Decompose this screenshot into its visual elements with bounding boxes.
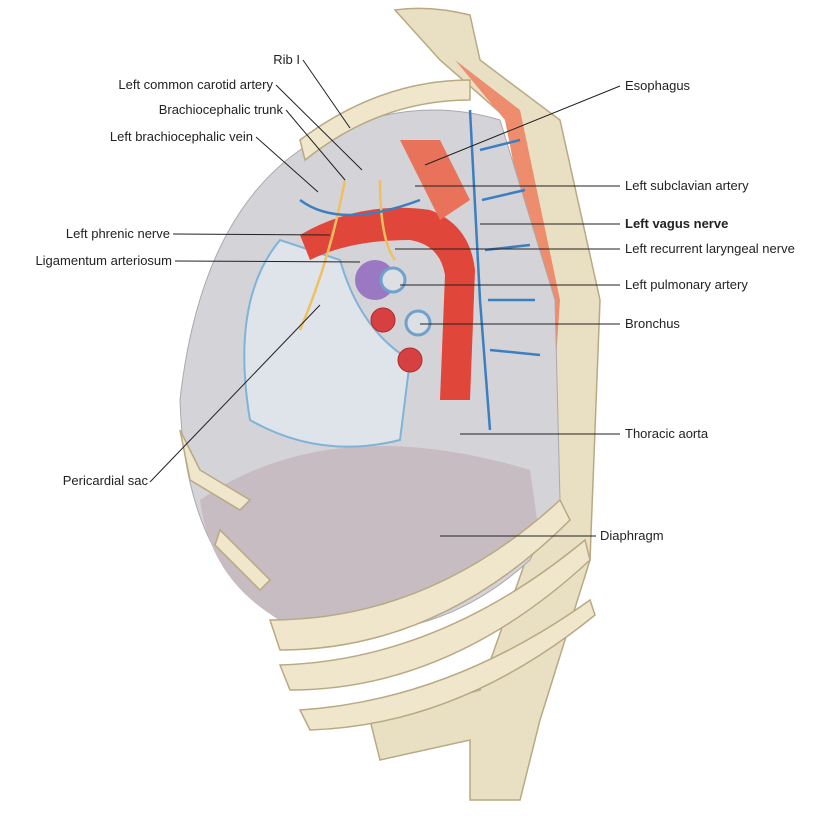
label-ligamentum-arteriosum: Ligamentum arteriosum <box>35 253 172 268</box>
azygos-veins <box>299 109 541 431</box>
esophagus-shape <box>400 140 470 220</box>
label-diaphragm: Diaphragm <box>600 528 664 543</box>
pericardium-shape <box>243 238 412 448</box>
label-thoracic-aorta: Thoracic aorta <box>625 426 709 441</box>
label-left-recurrent-laryngeal-nerve: Left recurrent laryngeal nerve <box>625 241 795 256</box>
pulmonary-veins <box>370 307 423 373</box>
label-pericardial-sac: Pericardial sac <box>62 473 148 488</box>
leader-lines <box>149 59 621 537</box>
ribs <box>179 79 596 731</box>
label-left-phrenic-nerve: Left phrenic nerve <box>65 226 170 241</box>
label-brachiocephalic-trunk: Brachiocephalic trunk <box>158 102 283 117</box>
label-left-pulmonary-artery: Left pulmonary artery <box>625 277 748 292</box>
aorta-shape <box>300 207 475 400</box>
label-left-vagus-nerve: Left vagus nerve <box>625 216 729 231</box>
label-left-brachiocephalic-vein: Left brachiocephalic vein <box>109 129 253 144</box>
label-esophagus: Esophagus <box>625 78 691 93</box>
bronchi-shapes <box>379 266 432 337</box>
label-bronchus: Bronchus <box>625 316 680 331</box>
label-rib-i: Rib I <box>273 52 300 67</box>
label-left-subclavian-artery: Left subclavian artery <box>625 178 749 193</box>
nerves <box>298 179 397 331</box>
label-left-common-carotid-artery: Left common carotid artery <box>118 77 273 92</box>
